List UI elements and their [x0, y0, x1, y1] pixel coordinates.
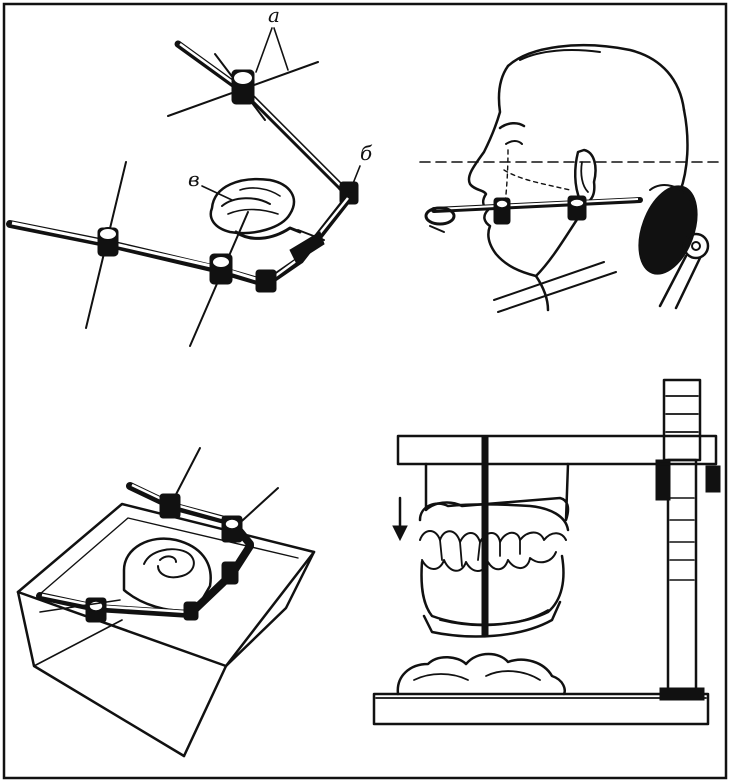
panel-facebow: а б в [6, 3, 373, 347]
panel-plaster-box [16, 447, 316, 758]
articulator-base [372, 692, 710, 726]
label-v: в [188, 167, 200, 191]
label-a: а [268, 3, 280, 27]
label-b: б [360, 141, 373, 165]
panel-patient-head [419, 44, 721, 313]
panel-articulator [372, 378, 721, 726]
headrest-cushion [638, 185, 698, 275]
articulator-upper-arm [396, 434, 718, 466]
clamp-corner [255, 269, 277, 293]
